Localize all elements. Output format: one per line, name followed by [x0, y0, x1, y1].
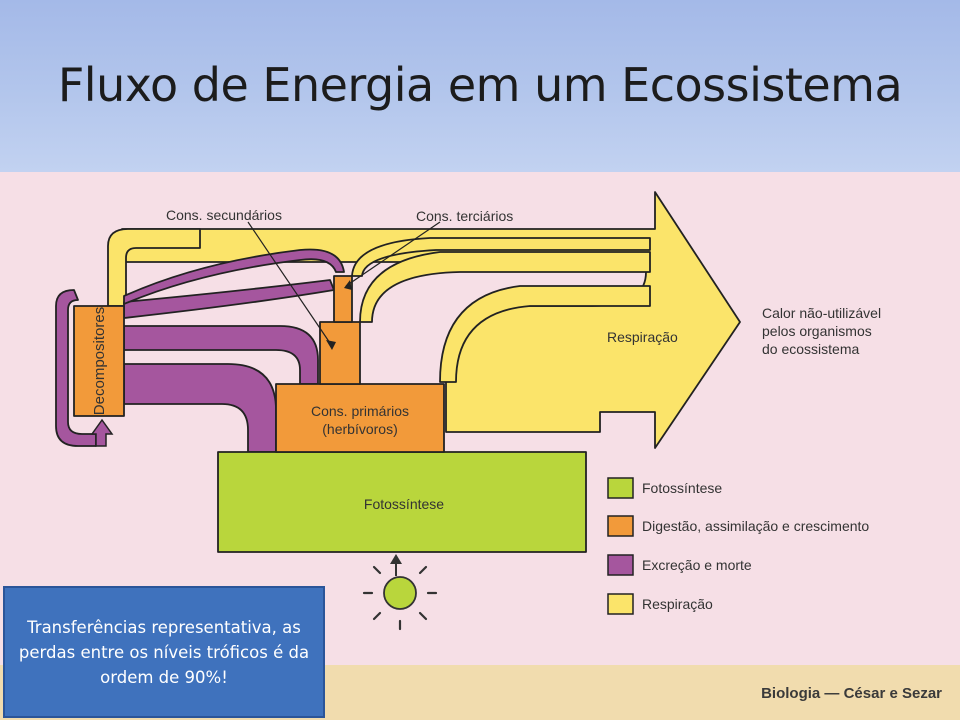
- legend-label-digestion: Digestão, assimilação e crescimento: [642, 518, 869, 534]
- label-heat-line2: pelos organismos: [762, 323, 872, 339]
- slide-title: Fluxo de Energia em um Ecossistema: [57, 58, 903, 112]
- legend-swatch-respiration: [607, 593, 634, 615]
- tertiary-excretion-flow-2: [123, 248, 345, 305]
- legend-swatch-excretion: [607, 554, 634, 576]
- photosynthesis-block: [217, 451, 587, 553]
- callout-text: Transferências representativa, as perdas…: [18, 617, 310, 687]
- secondary-respiration-stream: [359, 251, 651, 323]
- label-primary-line1: Cons. primários: [311, 403, 409, 419]
- callout-box: Transferências representativa, as perdas…: [3, 586, 325, 718]
- legend: [607, 477, 634, 615]
- label-respiration: Respiração: [607, 329, 678, 345]
- label-decomposers: Decompositores: [91, 307, 108, 415]
- tertiary-respiration-stream: [351, 237, 651, 277]
- secondary-leader-line: [247, 221, 333, 347]
- legend-swatch-photosynthesis: [607, 477, 634, 499]
- label-heat-line3: do ecossistema: [762, 341, 859, 357]
- label-tertiary-consumers: Cons. terciários: [416, 208, 513, 224]
- legend-label-excretion: Excreção e morte: [642, 557, 752, 573]
- title-banner: [0, 0, 960, 172]
- up-arrow-icon: [390, 554, 402, 576]
- decomposer-respiration-band: [107, 228, 201, 307]
- secondary-consumers-block: [319, 321, 361, 385]
- book-credit: Biologia — César e Sezar: [761, 685, 942, 702]
- primary-respiration-stream: [439, 285, 651, 383]
- tertiary-leader-line: [345, 221, 441, 287]
- primary-excretion-flow: [123, 363, 277, 453]
- legend-label-photosynthesis: Fotossíntese: [642, 480, 722, 496]
- label-primary-line2: (herbívoros): [322, 421, 397, 437]
- label-photosynthesis: Fotossíntese: [364, 496, 444, 512]
- label-secondary-consumers: Cons. secundários: [166, 207, 282, 223]
- label-heat-line1: Calor não-utilizável: [762, 305, 881, 321]
- legend-swatch-digestion: [607, 515, 634, 537]
- sun-icon: [362, 565, 438, 631]
- primary-consumers-block: [275, 383, 445, 453]
- energy-flow-diagram: Cons. secundários Cons. terciários Cons.…: [55, 191, 881, 631]
- legend-label-respiration: Respiração: [642, 596, 713, 612]
- recycle-arrow-icon: [90, 418, 114, 447]
- decomposers-block: [73, 305, 125, 417]
